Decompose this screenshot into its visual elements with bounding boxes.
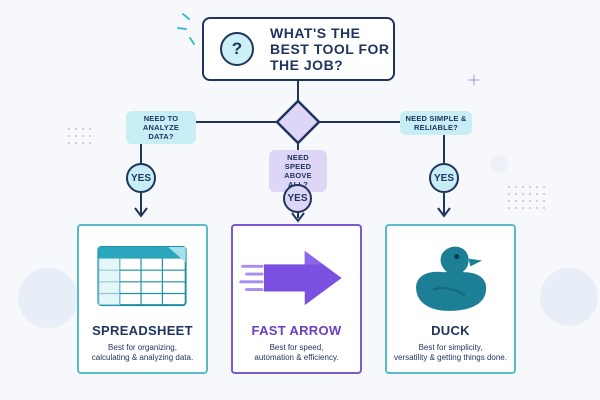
card-duck: DUCK Best for simplicity, versatility & … — [385, 224, 516, 374]
background-circle-right — [490, 155, 508, 173]
decision-diamond-icon — [275, 99, 321, 145]
background-blob-right — [540, 268, 598, 326]
description-line: automation & efficiency. — [254, 353, 339, 362]
card-spreadsheet: SPREADSHEET Best for organizing, calcula… — [77, 224, 208, 374]
condition-line: ANALYZE DATA? — [142, 123, 180, 141]
background-blob-left — [18, 268, 78, 328]
description-line: Best for organizing, — [108, 343, 177, 352]
condition-line: NEED SIMPLE & — [405, 114, 467, 123]
yes-node-middle: YES — [283, 184, 312, 213]
tool-description-fast-arrow: Best for speed, automation & efficiency. — [237, 343, 356, 363]
description-line: calculating & analyzing data. — [91, 353, 194, 362]
title-box: ? WHAT'S THE BEST TOOL FOR THE JOB? — [202, 17, 395, 81]
dot-grid-left — [68, 128, 91, 144]
tool-name-spreadsheet: SPREADSHEET — [92, 323, 193, 338]
title-line-1: WHAT'S THE — [270, 25, 361, 41]
tool-description-spreadsheet: Best for organizing, calculating & analy… — [83, 343, 202, 363]
page-title: WHAT'S THE BEST TOOL FOR THE JOB? — [270, 25, 390, 73]
condition-simple-reliable: NEED SIMPLE & RELIABLE? — [400, 111, 472, 135]
condition-line: NEED TO — [143, 114, 179, 123]
duck-icon — [416, 246, 487, 311]
tool-description-duck: Best for simplicity, versatility & getti… — [391, 343, 510, 363]
star-sparkle-icon — [468, 74, 480, 86]
question-icon: ? — [220, 32, 254, 66]
condition-line: NEED SPEED — [284, 153, 312, 171]
sparkle-icon — [177, 13, 195, 45]
dot-grid-right — [508, 186, 545, 209]
yes-node-right: YES — [429, 163, 459, 193]
title-line-3: THE JOB? — [270, 57, 344, 73]
spreadsheet-icon — [97, 245, 187, 307]
tool-name-duck: DUCK — [431, 323, 470, 338]
card-fast-arrow: FAST ARROW Best for speed, automation & … — [231, 224, 362, 374]
title-line-2: BEST TOOL FOR — [270, 41, 390, 57]
tool-name-fast-arrow: FAST ARROW — [251, 323, 342, 338]
condition-analyze-data: NEED TO ANALYZE DATA? — [126, 111, 196, 144]
fast-arrow-icon — [239, 250, 342, 306]
yes-node-left: YES — [126, 163, 156, 193]
description-line: Best for speed, — [269, 343, 324, 352]
description-line: versatility & getting things done. — [394, 353, 507, 362]
condition-line: RELIABLE? — [414, 123, 458, 132]
description-line: Best for simplicity, — [418, 343, 483, 352]
